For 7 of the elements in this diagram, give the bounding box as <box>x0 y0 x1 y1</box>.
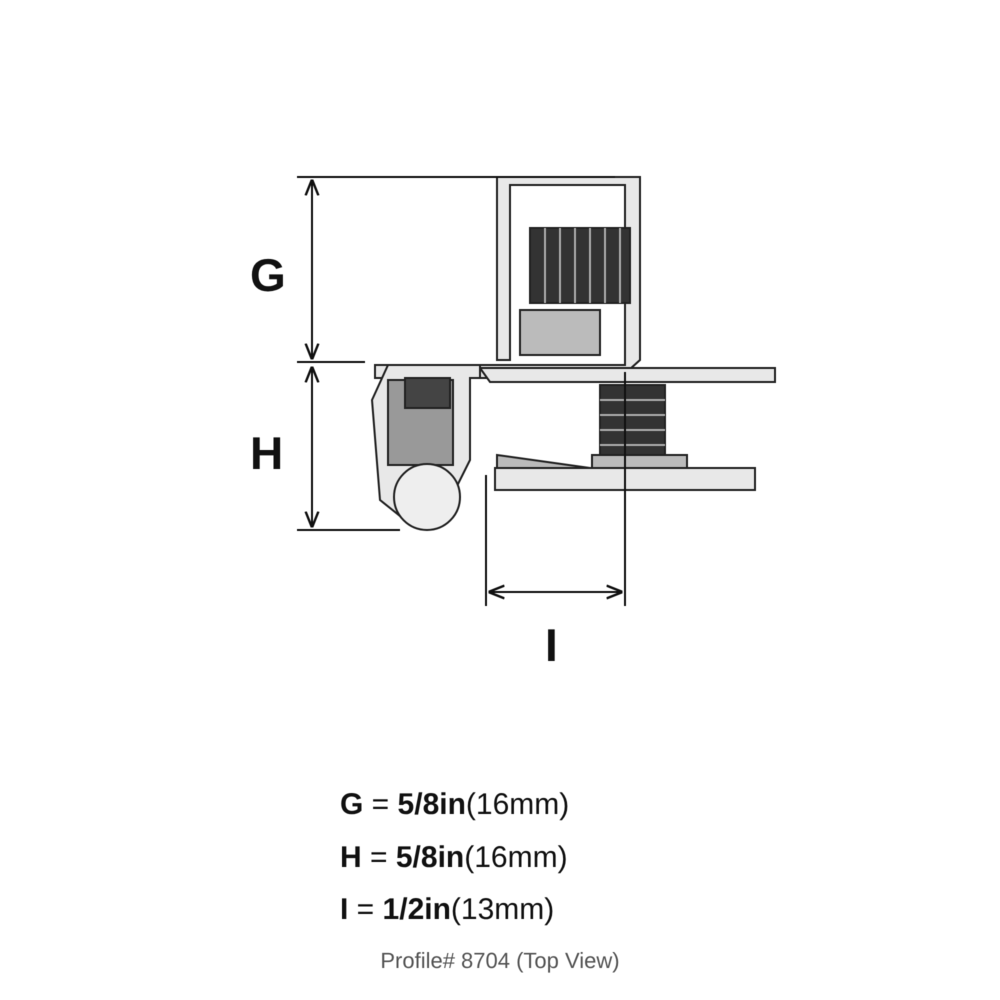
dimension-label: I <box>545 622 558 668</box>
dimension-value: H = 5/8in(16mm) <box>340 843 568 873</box>
dimension-value: I = 1/2in(13mm) <box>340 895 554 925</box>
dimension-label: G <box>250 252 286 298</box>
dimension-label: H <box>250 430 284 476</box>
caption: Profile# 8704 (Top View) <box>379 948 621 974</box>
dimension-value: G = 5/8in(16mm) <box>340 790 570 820</box>
